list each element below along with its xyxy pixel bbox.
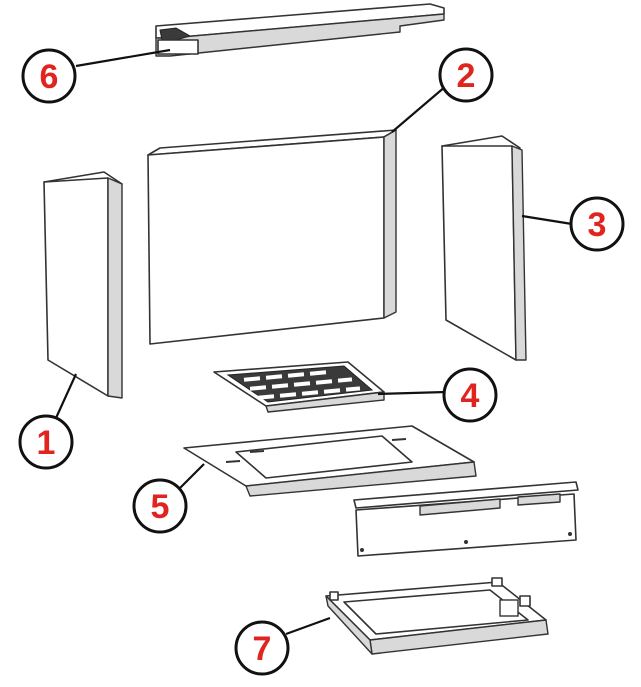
leader-line-1 bbox=[54, 373, 78, 419]
callout-7-number: 7 bbox=[253, 630, 272, 668]
part-6-top-baffle bbox=[155, 3, 445, 57]
callout-2: 2 bbox=[438, 47, 494, 103]
part-7-ash-lip bbox=[353, 481, 579, 557]
part-4-grate bbox=[213, 361, 385, 413]
callout-3-number: 3 bbox=[588, 206, 607, 244]
callout-4-number: 4 bbox=[461, 377, 480, 415]
callout-4: 4 bbox=[442, 367, 498, 423]
part-3-right-brick bbox=[441, 135, 527, 361]
leader-line-6 bbox=[75, 48, 171, 68]
callout-2-number: 2 bbox=[457, 57, 476, 95]
callout-5: 5 bbox=[132, 478, 188, 534]
callout-7: 7 bbox=[234, 620, 290, 676]
part-2-back-brick bbox=[147, 129, 397, 345]
callout-6-number: 6 bbox=[40, 58, 59, 96]
leader-line-7 bbox=[285, 616, 331, 636]
leader-line-3 bbox=[521, 214, 573, 226]
leader-line-2 bbox=[391, 85, 447, 133]
callout-1: 1 bbox=[18, 414, 74, 470]
callout-5-number: 5 bbox=[151, 488, 170, 526]
part-7-ash-pan bbox=[325, 577, 549, 655]
leader-line-5 bbox=[177, 463, 205, 491]
callout-6: 6 bbox=[21, 48, 77, 104]
callout-3: 3 bbox=[569, 196, 625, 252]
part-5-grate-frame bbox=[183, 425, 477, 497]
part-1-left-brick bbox=[43, 171, 123, 399]
callout-1-number: 1 bbox=[37, 424, 56, 462]
leader-line-4 bbox=[377, 390, 447, 396]
grate-slots bbox=[243, 370, 361, 400]
